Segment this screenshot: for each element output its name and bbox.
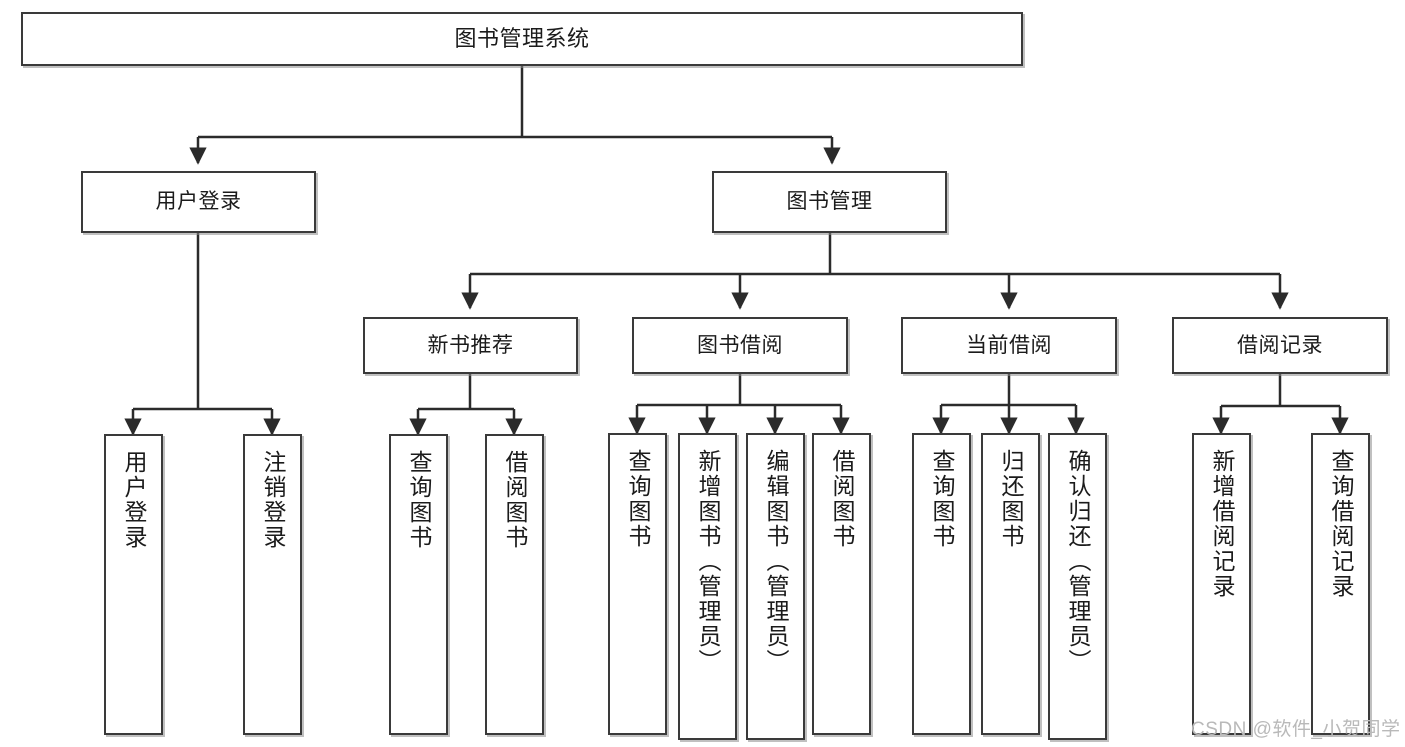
leaf-current-query-book[interactable]: 查询图书 <box>912 433 971 735</box>
node-label: 注销登录 <box>260 450 286 550</box>
node-borrow-record[interactable]: 借阅记录 <box>1172 317 1388 374</box>
node-root-system[interactable]: 图书管理系统 <box>21 12 1023 66</box>
node-label: 借阅记录 <box>1237 333 1323 357</box>
leaf-recommend-query-book[interactable]: 查询图书 <box>389 434 448 735</box>
node-label: 用户登录 <box>155 190 242 214</box>
node-label: 当前借阅 <box>966 333 1052 357</box>
node-label: 新增图书（管理员） <box>695 449 721 674</box>
leaf-borrow-add-book-admin[interactable]: 新增图书（管理员） <box>678 433 737 740</box>
node-label: 新增借阅记录 <box>1209 449 1235 599</box>
leaf-user-login-logout[interactable]: 注销登录 <box>243 434 302 735</box>
node-label: 借阅图书 <box>829 449 855 549</box>
node-label: 查询图书 <box>406 450 432 550</box>
node-new-book-recommend[interactable]: 新书推荐 <box>363 317 578 374</box>
node-book-management[interactable]: 图书管理 <box>712 171 947 233</box>
leaf-borrow-query-book[interactable]: 查询图书 <box>608 433 667 735</box>
leaf-user-login-login[interactable]: 用户登录 <box>104 434 163 735</box>
leaf-borrow-edit-book-admin[interactable]: 编辑图书（管理员） <box>746 433 805 740</box>
node-user-login[interactable]: 用户登录 <box>81 171 316 233</box>
csdn-watermark: CSDN @软件_小贺同学 <box>1191 719 1401 740</box>
leaf-current-return-book[interactable]: 归还图书 <box>981 433 1040 735</box>
leaf-record-add-record[interactable]: 新增借阅记录 <box>1192 433 1251 735</box>
node-label: 图书借阅 <box>697 333 783 357</box>
leaf-record-query-record[interactable]: 查询借阅记录 <box>1311 433 1370 735</box>
node-label: 归还图书 <box>998 449 1024 549</box>
node-label: 查询借阅记录 <box>1328 449 1354 599</box>
node-label: 查询图书 <box>929 449 955 549</box>
node-current-borrow[interactable]: 当前借阅 <box>901 317 1117 374</box>
node-label: 确认归还（管理员） <box>1065 449 1091 674</box>
node-label: 用户登录 <box>121 450 147 550</box>
leaf-borrow-borrow-book[interactable]: 借阅图书 <box>812 433 871 735</box>
leaf-current-confirm-return-admin[interactable]: 确认归还（管理员） <box>1048 433 1107 740</box>
node-label: 图书管理 <box>786 190 873 214</box>
node-label: 借阅图书 <box>502 450 528 550</box>
node-label: 编辑图书（管理员） <box>763 449 789 674</box>
node-label: 图书管理系统 <box>454 25 590 51</box>
node-label: 查询图书 <box>625 449 651 549</box>
node-label: 新书推荐 <box>427 333 514 357</box>
node-book-borrow[interactable]: 图书借阅 <box>632 317 848 374</box>
leaf-recommend-borrow-book[interactable]: 借阅图书 <box>485 434 544 735</box>
